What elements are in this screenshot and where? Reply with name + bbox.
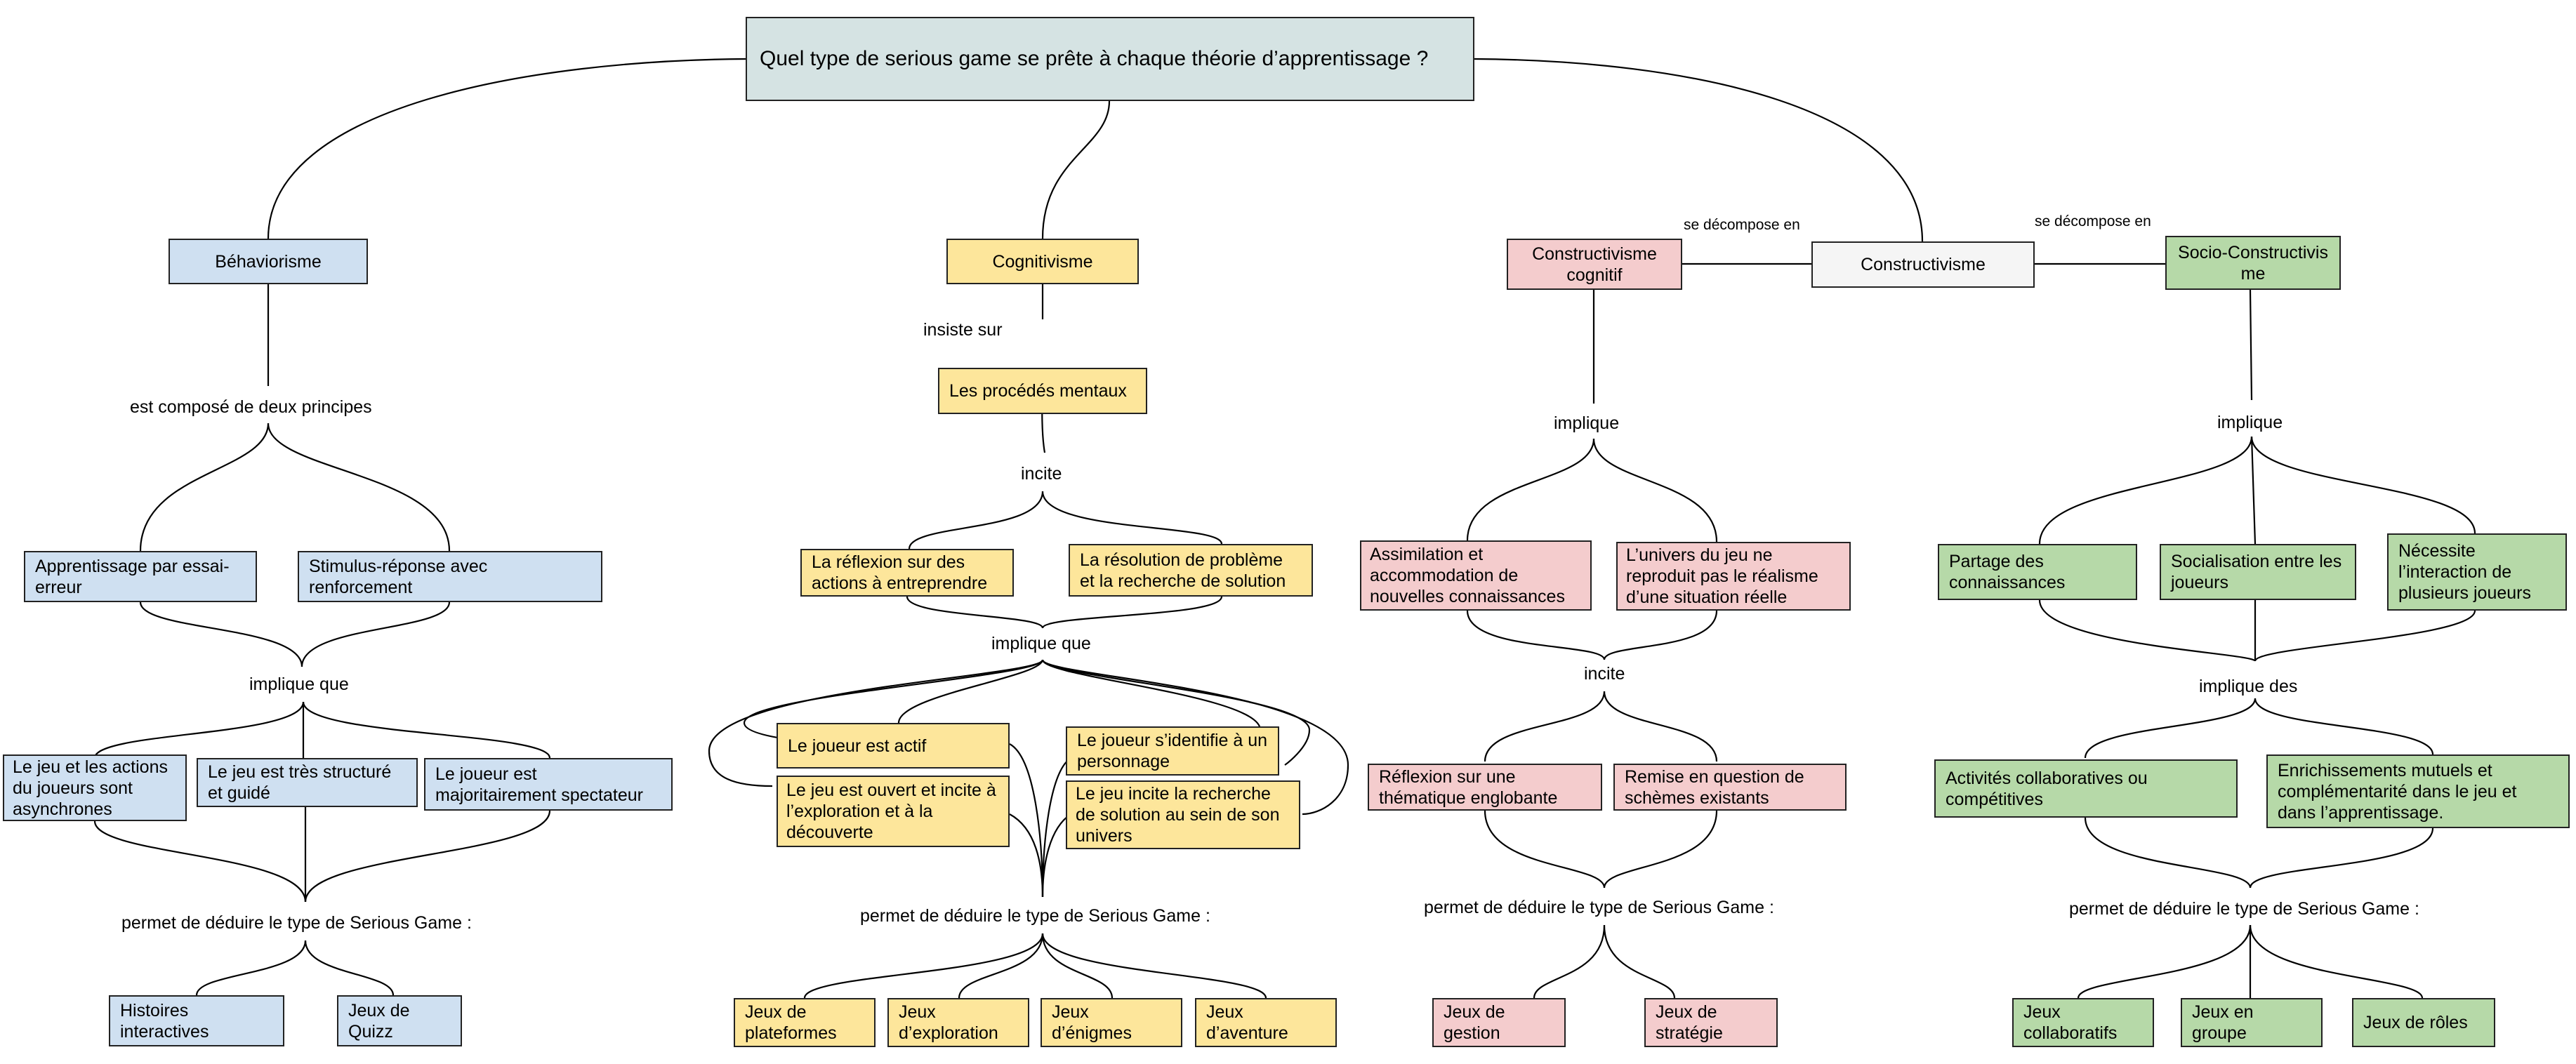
node-socio-game-3: Jeux de rôles (2352, 998, 2495, 1047)
node-socio-game-2: Jeux en groupe (2181, 998, 2323, 1047)
node-behav-implication-3: Le joueur est majoritairement spectateur (424, 758, 673, 811)
node-cogn-implication-3: Le jeu est ouvert et incite à l’explorat… (777, 776, 1010, 847)
node-behav-implication-2: Le jeu est très structuré et guidé (197, 758, 418, 807)
node-constr-cogn-game-1: Jeux de gestion (1432, 998, 1566, 1047)
link-cognitivisme-insiste: insiste sur (923, 320, 1003, 340)
node-behav-principe-1: Apprentissage par essai-erreur (24, 551, 257, 602)
node-behav-implication-1: Le jeu et les actions du joueurs sont as… (3, 754, 187, 821)
node-cogn-game-4: Jeux d’aventure (1195, 998, 1337, 1047)
link-constr-cogn-incite: incite (1584, 664, 1625, 684)
link-socio-implique: implique (2217, 413, 2283, 432)
link-cognitivisme-implique: implique que (991, 634, 1091, 653)
link-socio-deduire: permet de déduire le type de Serious Gam… (2069, 899, 2419, 919)
node-constr-cogn-game-2: Jeux de stratégie (1644, 998, 1778, 1047)
link-behaviorisme-principes: est composé de deux principes (130, 397, 372, 417)
node-cogn-game-1: Jeux de plateformes (734, 998, 876, 1047)
node-constr-cogn-incite-1: Réflexion sur une thématique englobante (1368, 764, 1602, 811)
node-behav-game-2: Jeux de Quizz (337, 995, 462, 1046)
node-constr-cogn-incite-2: Remise en question de schèmes existants (1613, 764, 1847, 811)
link-cognitivisme-deduire: permet de déduire le type de Serious Gam… (860, 906, 1210, 926)
node-socio-implication-3: Nécessite l’interaction de plusieurs jou… (2387, 533, 2567, 611)
node-constr-cogn-implication-2: L’univers du jeu ne reproduit pas le réa… (1616, 542, 1851, 611)
node-constructivisme-cognitif: Constructivisme cognitif (1507, 239, 1682, 290)
node-behav-principe-2: Stimulus-réponse avec renforcement (298, 551, 602, 602)
node-behaviorisme: Béhaviorisme (169, 239, 368, 284)
node-cogn-procedes: Les procédés mentaux (938, 368, 1147, 414)
node-cogn-incite-1: La réflexion sur des actions à entrepren… (800, 549, 1014, 597)
link-constr-cogn-deduire: permet de déduire le type de Serious Gam… (1424, 898, 1774, 917)
node-behav-game-1: Histoires interactives (109, 995, 284, 1046)
node-cogn-implication-2: Le joueur s’identifie à un personnage (1066, 726, 1279, 776)
node-socio-constructivisme: Socio-Constructivisme (2165, 236, 2341, 290)
link-constr-cogn-implique: implique (1554, 413, 1620, 433)
node-socio-effect-2: Enrichissements mutuels et complémentari… (2266, 754, 2570, 828)
node-cognitivisme: Cognitivisme (946, 239, 1139, 284)
link-behaviorisme-implique: implique que (249, 674, 349, 694)
map-title: Quel type de serious game se prête à cha… (746, 17, 1474, 101)
node-constructivisme: Constructivisme (1811, 241, 2035, 288)
link-constructivisme-decompose-left: se décompose en (1684, 217, 1800, 233)
link-cognitivisme-incite: incite (1021, 464, 1062, 484)
node-socio-implication-2: Socialisation entre les joueurs (2160, 544, 2356, 600)
node-cogn-game-3: Jeux d’énigmes (1041, 998, 1182, 1047)
node-socio-implication-1: Partage des connaissances (1938, 544, 2137, 600)
node-constr-cogn-implication-1: Assimilation et accommodation de nouvell… (1360, 540, 1592, 611)
link-behaviorisme-deduire: permet de déduire le type de Serious Gam… (121, 913, 472, 933)
node-cogn-game-2: Jeux d’exploration (887, 998, 1029, 1047)
link-socio-implique-des: implique des (2199, 677, 2298, 696)
node-socio-effect-1: Activités collaboratives ou compétitives (1934, 759, 2238, 818)
link-constructivisme-decompose-right: se décompose en (2035, 213, 2151, 230)
node-socio-game-1: Jeux collaboratifs (2012, 998, 2154, 1047)
node-cogn-incite-2: La résolution de problème et la recherch… (1069, 544, 1313, 597)
node-cogn-implication-4: Le jeu incite la recherche de solution a… (1066, 780, 1300, 849)
node-cogn-implication-1: Le joueur est actif (777, 723, 1010, 769)
